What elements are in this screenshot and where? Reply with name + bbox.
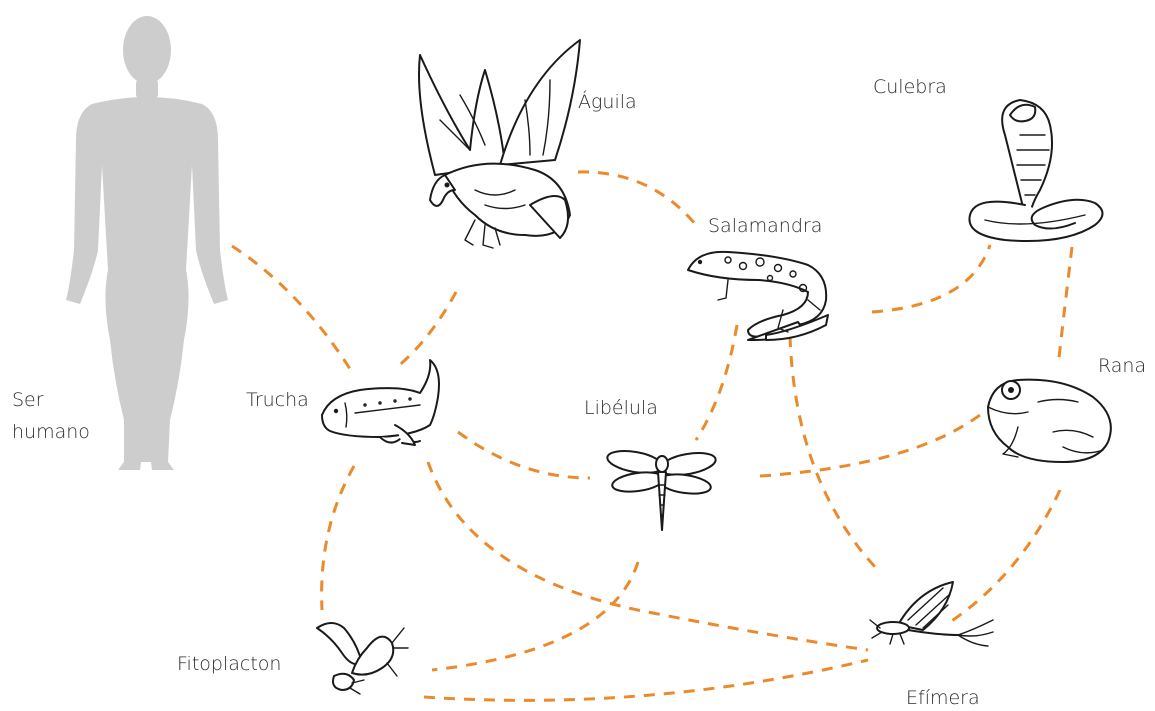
edge-trout-plankton — [320, 465, 356, 611]
label-dragonfly: Libélula — [584, 397, 658, 419]
edge-human-trout — [231, 244, 354, 373]
edge-salamander-snake — [871, 244, 992, 314]
edges — [231, 170, 1074, 702]
edge-dragonfly-frog — [759, 413, 981, 478]
edge-dragonfly-plankton — [431, 561, 640, 672]
edge-trout-mayfly — [426, 461, 869, 652]
label-salamander: Salamandra — [708, 215, 822, 237]
edge-eagle-salamander — [577, 170, 698, 226]
mayfly-icon — [869, 581, 994, 647]
eagle-icon — [418, 39, 581, 249]
label-frog: Rana — [1098, 355, 1146, 377]
edge-trout-dragonfly — [457, 430, 591, 480]
edge-plankton-mayfly — [423, 658, 869, 702]
label-trout: Trucha — [246, 389, 309, 411]
plankton-icon — [316, 622, 409, 695]
label-eagle: Águila — [578, 90, 637, 113]
edge-eagle-trout — [395, 291, 458, 370]
dragonfly-icon — [606, 450, 717, 531]
label-human-line2: humano — [12, 421, 90, 443]
human-silhouette-icon — [66, 16, 228, 470]
edge-snake-frog — [1056, 246, 1074, 367]
snake-icon — [968, 99, 1104, 242]
label-snake: Culebra — [873, 76, 947, 98]
frog-icon — [987, 378, 1112, 463]
edge-salamander-mayfly — [788, 335, 878, 570]
label-human-line1: Ser — [12, 389, 44, 411]
label-plankton: Fitoplacton — [177, 653, 281, 675]
label-mayfly: Efímera — [906, 687, 980, 709]
trout-icon — [321, 359, 440, 446]
salamander-icon — [687, 250, 829, 341]
edge-frog-mayfly — [949, 489, 1062, 624]
labels: Águila Culebra Salamandra Rana Trucha Li… — [12, 76, 1146, 709]
edge-salamander-dragonfly — [694, 324, 739, 441]
